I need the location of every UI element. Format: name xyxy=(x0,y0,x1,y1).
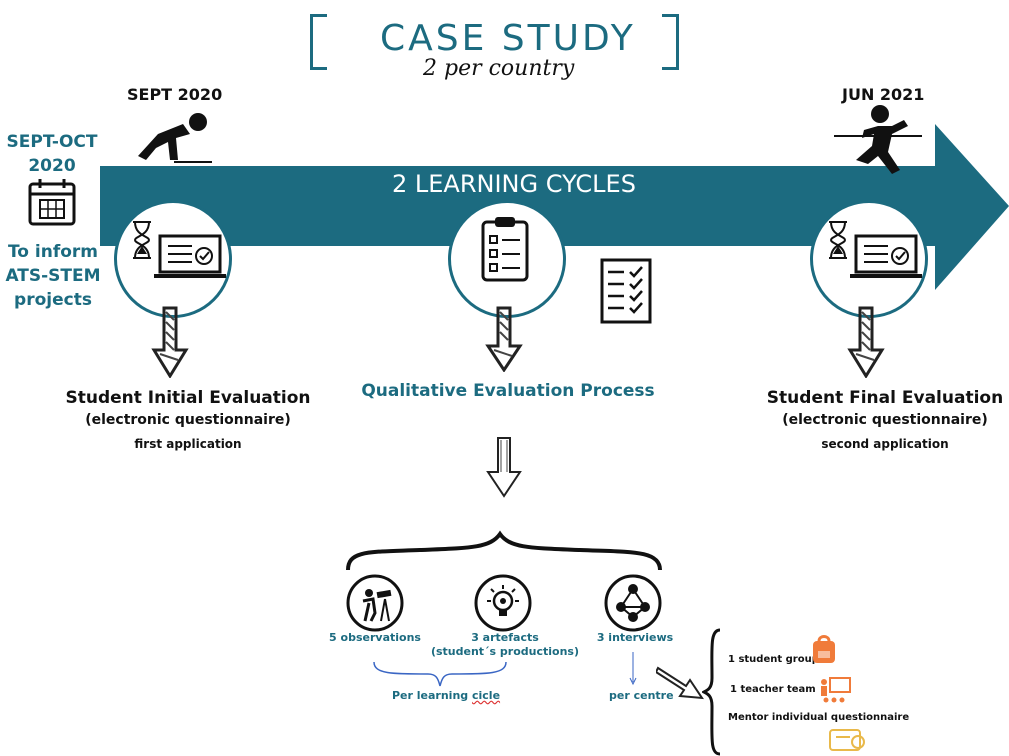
methods-brace xyxy=(346,530,662,571)
interview-brace xyxy=(702,628,721,756)
per-learning-text: Per learning xyxy=(392,689,472,702)
network-icon xyxy=(604,574,662,632)
final-eval-title: Student Final Evaluation xyxy=(766,388,1004,408)
teacher-icon xyxy=(821,677,851,703)
mentor-label: Mentor individual questionnaire xyxy=(728,712,910,723)
student-group-label: 1 student group xyxy=(728,654,819,665)
teacher-team-label: 1 teacher team xyxy=(730,684,816,695)
per-learning-word: cicle xyxy=(472,689,501,702)
end-date: JUN 2021 xyxy=(842,85,925,104)
page-subtitle: 2 per country xyxy=(423,56,575,81)
down-arrow-qualitative xyxy=(485,306,523,372)
clipboard-icon xyxy=(481,217,529,282)
per-centre-arrow xyxy=(629,652,637,686)
left-text-3: projects xyxy=(14,290,92,310)
runner-start-icon xyxy=(138,113,212,163)
learning-brace xyxy=(373,661,507,687)
left-date-line1: SEPT-OCT xyxy=(6,132,98,152)
qualitative-title: Qualitative Evaluation Process xyxy=(361,381,655,401)
left-text-2: ATS-STEM xyxy=(5,266,101,286)
calendar-icon xyxy=(28,179,76,226)
start-date: SEPT 2020 xyxy=(127,85,223,104)
timeline-arrow xyxy=(100,124,1009,290)
down-arrow-initial xyxy=(151,306,189,378)
outline-down-arrow xyxy=(486,437,522,498)
final-eval-sub: (electronic questionnaire) xyxy=(782,412,988,428)
left-text-1: To inform xyxy=(7,242,99,262)
telescope-icon xyxy=(346,574,404,632)
timeline-banner: 2 LEARNING CYCLES xyxy=(392,170,636,198)
initial-eval-note: first application xyxy=(134,437,242,451)
artefacts-label-1: 3 artefacts xyxy=(471,631,539,644)
lightbulb-icon xyxy=(474,574,532,632)
down-arrow-final xyxy=(847,306,885,378)
per-learning-label: Per learning cicle xyxy=(392,689,500,702)
title-bracket-right xyxy=(662,14,679,70)
laptop-icon xyxy=(154,234,226,278)
interviews-label: 3 interviews xyxy=(596,631,674,644)
final-eval-note: second application xyxy=(821,437,949,451)
diagonal-arrow xyxy=(656,666,704,700)
initial-eval-sub: (electronic questionnaire) xyxy=(85,412,291,428)
laptop-icon xyxy=(850,234,922,278)
artefacts-label-2: (student´s productions) xyxy=(430,645,580,658)
observations-label: 5 observations xyxy=(329,631,421,644)
certificate-icon xyxy=(829,729,865,751)
hourglass-icon xyxy=(133,221,151,259)
backpack-icon xyxy=(813,635,835,663)
runner-finish-icon xyxy=(834,105,922,174)
title-bracket-left xyxy=(310,14,327,70)
initial-eval-title: Student Initial Evaluation xyxy=(65,388,311,408)
page-title: CASE STUDY xyxy=(380,18,636,59)
checklist-icon xyxy=(600,258,652,324)
per-centre-label: per centre xyxy=(609,689,674,702)
left-date-line2: 2020 xyxy=(28,156,76,176)
hourglass-icon xyxy=(829,221,847,259)
